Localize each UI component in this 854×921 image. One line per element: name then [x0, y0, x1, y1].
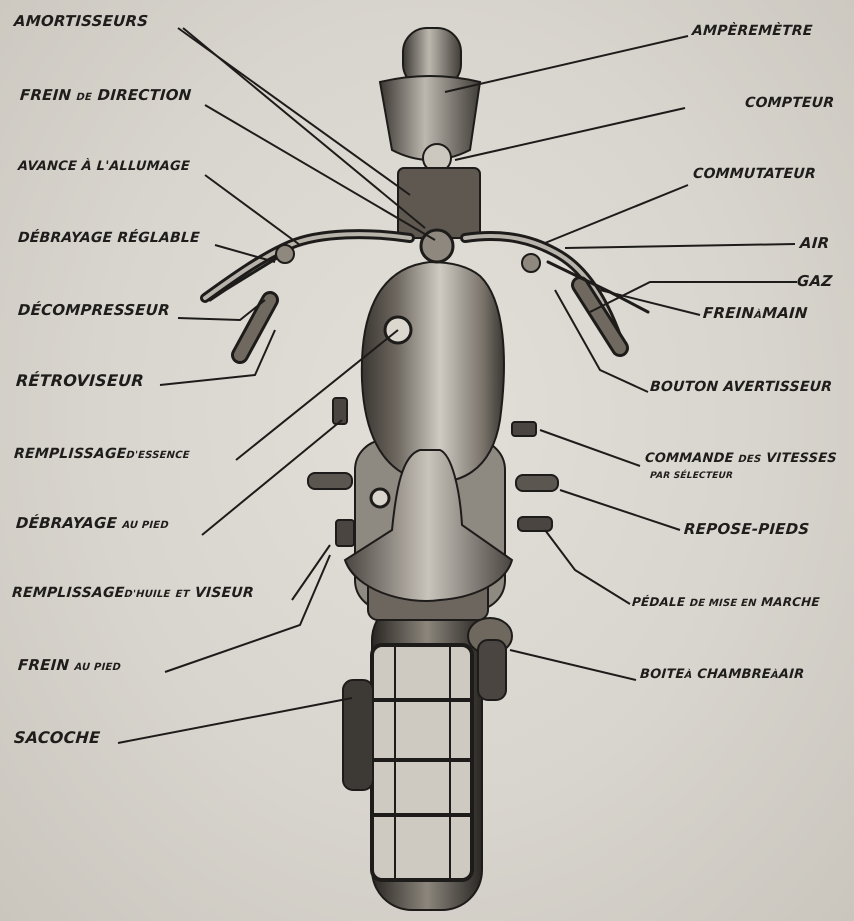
label-frein-de-direction-part3: DIRECTION	[97, 86, 192, 104]
label-air: AIR	[799, 236, 829, 251]
label-repose-pieds: REPOSE-PIEDS	[683, 522, 809, 537]
label-debrayage-reglable: DÉBRAYAGE RÉGLABLE	[18, 231, 201, 245]
label-boite-chambre-air-part3: CHAMBRE	[697, 667, 772, 682]
label-debrayage-au-pied-part2: AU PIED	[122, 520, 169, 531]
label-pedale-mise-en-marche-part1: PÉDALE	[632, 595, 686, 609]
label-frein-au-pied-part2: AU PIED	[74, 662, 121, 673]
label-commande-vitesses: COMMANDE DES VITESSES	[645, 452, 838, 465]
label-par-selecteur: PAR SÉLECTEUR	[650, 472, 734, 481]
label-gaz: GAZ	[796, 274, 832, 289]
label-boite-chambre-air: BOITEÀ CHAMBREÀAIR	[640, 668, 805, 681]
label-frein-a-main-part3: MAIN	[762, 304, 809, 322]
label-commutateur: COMMUTATEUR	[693, 167, 817, 181]
label-compteur: COMPTEUR	[745, 96, 835, 110]
label-frein-de-direction-part1: FREIN	[19, 86, 71, 104]
label-remplissage-essence-part1: REMPLISSAGE	[13, 446, 127, 462]
label-frein-de-direction: FREIN DE DIRECTION	[19, 88, 191, 103]
label-commande-vitesses-part3: VITESSES	[766, 451, 838, 466]
label-pedale-mise-en-marche-part3: MARCHE	[761, 595, 821, 609]
label-boite-chambre-air-part1: BOITE	[639, 667, 685, 682]
label-remplissage-huile-part4: VISEUR	[194, 585, 254, 601]
label-pedale-mise-en-marche-part2: DE MISE EN	[689, 598, 757, 609]
label-frein-a-main-part1: FREIN	[702, 304, 754, 322]
label-debrayage-au-pied: DÉBRAYAGE AU PIED	[15, 516, 169, 531]
label-frein-au-pied: FREIN AU PIED	[17, 658, 121, 673]
label-debrayage-au-pied-part1: DÉBRAYAGE	[15, 514, 117, 532]
label-frein-a-main: FREINÀMAIN	[702, 306, 808, 321]
luggage-rack	[372, 645, 472, 880]
label-remplissage-essence-part2: D'ESSENCE	[126, 450, 190, 461]
label-decompresseur: DÉCOMPRESSEUR	[17, 303, 170, 318]
label-boite-chambre-air-part2: À	[684, 670, 693, 681]
label-avance-allumage: AVANCE À L'ALLUMAGE	[18, 160, 191, 173]
saddlebag	[343, 680, 373, 790]
label-remplissage-huile-part1: REMPLISSAGE	[11, 585, 125, 601]
label-frein-de-direction-part2: DE	[76, 92, 92, 103]
label-amortisseurs: AMORTISSEURS	[13, 14, 148, 29]
label-sacoche: SACOCHE	[13, 730, 100, 746]
label-amperemetre: AMPÈREMÈTRE	[692, 24, 814, 38]
label-remplissage-huile-part2: D'HUILE	[124, 589, 171, 600]
label-boite-chambre-air-part5: AIR	[778, 667, 805, 682]
fuel-tank	[362, 262, 504, 482]
label-retroviseur: RÉTROVISEUR	[15, 373, 144, 389]
label-commande-vitesses-part1: COMMANDE	[644, 451, 734, 466]
label-remplissage-huile-part3: ET	[175, 589, 190, 600]
label-remplissage-huile: REMPLISSAGED'HUILE ET VISEUR	[12, 586, 255, 600]
label-pedale-mise-en-marche: PÉDALE DE MISE EN MARCHE	[632, 596, 821, 609]
headlamp	[380, 28, 480, 262]
label-bouton-avertisseur: BOUTON AVERTISSEUR	[650, 380, 833, 394]
label-commande-vitesses-part2: DES	[738, 454, 762, 465]
label-frein-au-pied-part1: FREIN	[17, 656, 69, 674]
label-remplissage-essence: REMPLISSAGED'ESSENCE	[14, 447, 191, 461]
